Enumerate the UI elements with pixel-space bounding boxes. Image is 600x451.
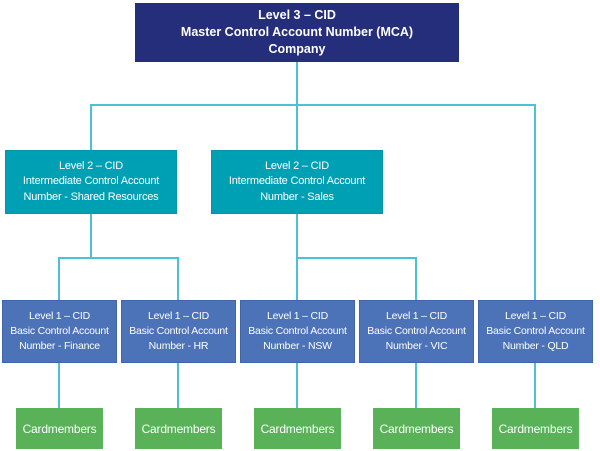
- cardmembers-label: Cardmembers: [141, 421, 216, 436]
- connector-drop-vic: [415, 257, 417, 300]
- connector-drop-shared-resources: [90, 104, 92, 150]
- level3-mca-company-box: Level 3 – CID Master Control Account Num…: [135, 3, 459, 62]
- level1-qld-line-2: Basic Control Account: [486, 325, 585, 337]
- connector-shared-resources-down: [90, 214, 92, 258]
- connector-drop-finance: [58, 257, 60, 300]
- connector-drop-qld: [534, 104, 536, 300]
- level1-nsw-line-1: Level 1 – CID: [266, 310, 328, 322]
- level2-shared-line-3: Number - Shared Resources: [23, 190, 159, 203]
- level1-finance-line-2: Basic Control Account: [10, 325, 109, 337]
- connector-vic-to-cardmembers: [415, 363, 417, 408]
- level1-qld-line-3: Number - QLD: [502, 340, 569, 352]
- cardmembers-label: Cardmembers: [260, 421, 335, 436]
- cardmembers-box-qld: Cardmembers: [492, 408, 579, 449]
- connector-branch-horizontal-shared: [58, 257, 179, 259]
- connector-level3-to-branch: [296, 62, 298, 105]
- cardmembers-box-nsw: Cardmembers: [254, 408, 341, 449]
- level1-box-qld: Level 1 – CID Basic Control Account Numb…: [478, 300, 593, 363]
- level1-hr-line-3: Number - HR: [148, 340, 209, 352]
- level1-qld-line-1: Level 1 – CID: [504, 310, 566, 322]
- level1-finance-line-3: Number - Finance: [19, 340, 100, 352]
- level2-shared-line-1: Level 2 – CID: [58, 159, 124, 172]
- cardmembers-label: Cardmembers: [22, 421, 97, 436]
- level3-line-2: Master Control Account Number (MCA): [180, 25, 414, 39]
- connector-drop-hr: [177, 257, 179, 300]
- level1-nsw-line-2: Basic Control Account: [248, 325, 347, 337]
- connector-nsw-to-cardmembers: [296, 363, 298, 408]
- level1-box-vic: Level 1 – CID Basic Control Account Numb…: [359, 300, 474, 363]
- cardmembers-label: Cardmembers: [379, 421, 454, 436]
- level1-vic-line-1: Level 1 – CID: [385, 310, 447, 322]
- connector-branch-horizontal-sales: [296, 257, 417, 259]
- level1-hr-line-1: Level 1 – CID: [147, 310, 209, 322]
- level1-finance-line-1: Level 1 – CID: [28, 310, 90, 322]
- level1-vic-line-2: Basic Control Account: [367, 325, 466, 337]
- connector-drop-sales: [296, 104, 298, 150]
- level2-box-shared-resources: Level 2 – CID Intermediate Control Accou…: [5, 150, 177, 214]
- level1-nsw-line-3: Number - NSW: [263, 340, 332, 352]
- cardmembers-label: Cardmembers: [498, 421, 573, 436]
- cardmembers-box-vic: Cardmembers: [373, 408, 460, 449]
- level2-sales-line-1: Level 2 – CID: [264, 159, 330, 172]
- cardmembers-box-hr: Cardmembers: [135, 408, 222, 449]
- level2-sales-line-3: Number - Sales: [260, 190, 334, 203]
- level1-hr-line-2: Basic Control Account: [129, 325, 228, 337]
- connector-finance-to-cardmembers: [58, 363, 60, 408]
- level2-shared-line-2: Intermediate Control Account: [22, 175, 160, 188]
- level3-line-1: Level 3 – CID: [258, 8, 336, 22]
- connector-branch-horizontal-top: [90, 104, 536, 106]
- connector-qld-to-cardmembers: [534, 363, 536, 408]
- level1-box-hr: Level 1 – CID Basic Control Account Numb…: [121, 300, 236, 363]
- level1-vic-line-3: Number - VIC: [385, 340, 448, 352]
- cardmembers-box-finance: Cardmembers: [16, 408, 103, 449]
- level2-box-sales: Level 2 – CID Intermediate Control Accou…: [211, 150, 383, 214]
- level1-box-finance: Level 1 – CID Basic Control Account Numb…: [2, 300, 117, 363]
- level3-line-3: Company: [268, 42, 326, 56]
- level2-sales-line-2: Intermediate Control Account: [228, 175, 366, 188]
- connector-hr-to-cardmembers: [177, 363, 179, 408]
- level1-box-nsw: Level 1 – CID Basic Control Account Numb…: [240, 300, 355, 363]
